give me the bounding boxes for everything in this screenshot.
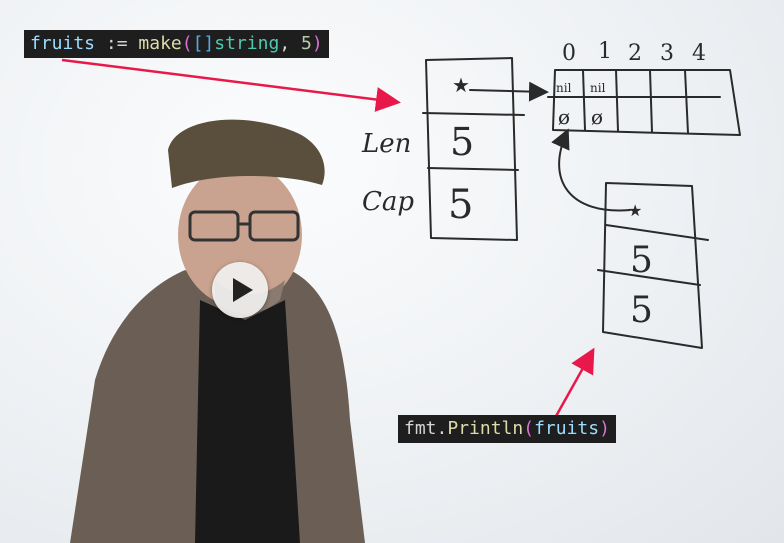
code-bottom-token: fmt — [404, 418, 437, 439]
header2-cap-value: 5 — [630, 290, 653, 331]
presenter — [70, 119, 365, 543]
array-index-4: 4 — [692, 41, 706, 66]
cap-label: Cap — [362, 187, 414, 217]
pointer-arrow-2 — [551, 128, 631, 212]
code-top-token: [] — [192, 33, 215, 54]
array-index-1: 1 — [598, 39, 612, 64]
header1-len-value: 5 — [450, 120, 474, 164]
annotation-arrow-bottom — [553, 347, 595, 419]
pointer-star-2: ★ — [628, 201, 642, 220]
code-bottom-token: fruits — [534, 418, 600, 439]
code-top-token: := — [95, 33, 139, 54]
code-top-token: make — [138, 33, 182, 54]
code-bottom-token: . — [436, 418, 448, 439]
code-bottom-token: Println — [447, 418, 524, 439]
array-index-2: 2 — [628, 41, 642, 66]
code-top-token: ) — [311, 33, 323, 54]
array-cell-1-nil: nil — [590, 81, 606, 95]
header2-len-value: 5 — [630, 240, 653, 281]
pointer-arrow — [469, 81, 549, 102]
pointer-star: ★ — [452, 73, 470, 97]
array-cell-0-empty: ø — [558, 105, 570, 129]
code-bottom-token: ( — [523, 418, 535, 439]
array-cell-0-nil: nil — [556, 81, 572, 95]
array-index-3: 3 — [660, 41, 674, 66]
slice-header-2: ★ 5 5 — [551, 128, 709, 349]
code-top-token: ( — [181, 33, 193, 54]
header1-cap-value: 5 — [448, 182, 473, 228]
code-caption-make: fruits := make([]string, 5) — [24, 30, 329, 58]
play-icon[interactable] — [212, 262, 268, 318]
backing-array: 0 1 2 3 4 nil nil ø ø — [547, 39, 741, 136]
code-top-token: , — [279, 33, 301, 54]
code-top-token: 5 — [301, 33, 312, 54]
code-top-token: fruits — [30, 33, 96, 54]
array-cell-1-empty: ø — [591, 105, 603, 129]
array-index-0: 0 — [562, 41, 576, 66]
annotation-arrow-top — [61, 58, 401, 112]
code-top-token: string — [214, 33, 280, 54]
slice-header-1: ★ 5 5 — [422, 57, 549, 241]
code-caption-println: fmt.Println(fruits) — [398, 415, 616, 443]
len-label: Len — [361, 129, 411, 159]
code-bottom-token: ) — [599, 418, 610, 439]
